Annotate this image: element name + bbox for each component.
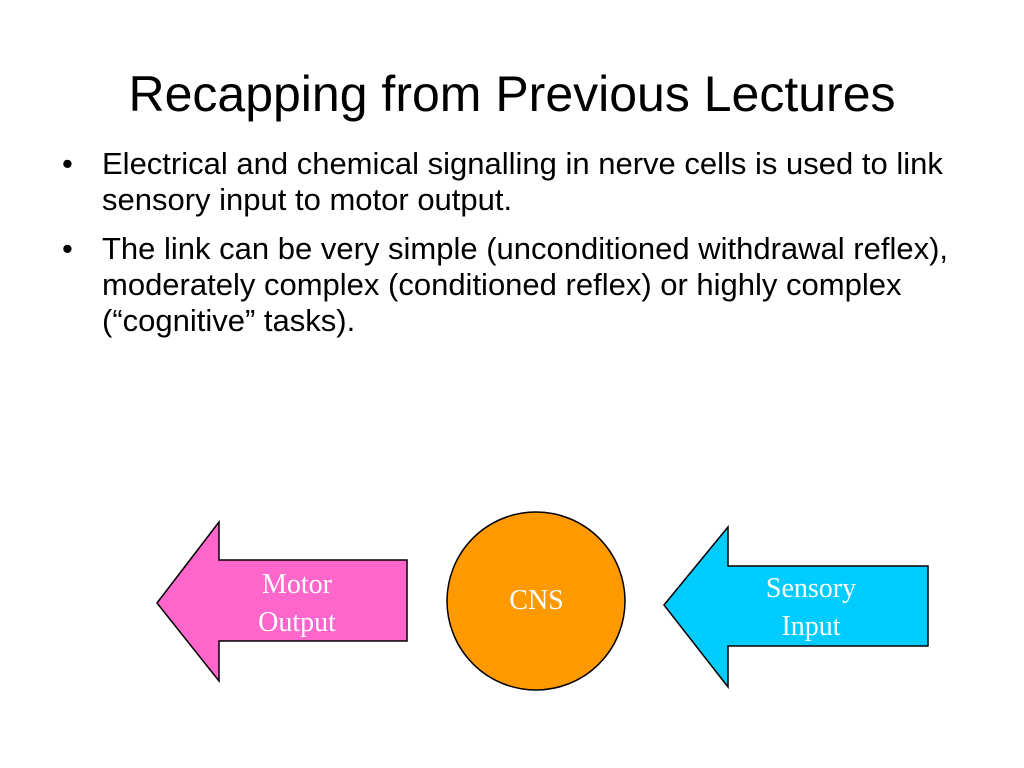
cns-circle [446, 511, 626, 691]
bullet-item: • Electrical and chemical signalling in … [62, 146, 992, 218]
bullet-item: • The link can be very simple (unconditi… [62, 231, 992, 339]
cns-label: CNS [509, 585, 564, 616]
motor-label-line2: Output [258, 607, 336, 638]
bullet-marker: • [62, 146, 73, 181]
bullet-text: The link can be very simple (uncondition… [102, 231, 949, 338]
sensory-label-line1: Sensory [765, 573, 857, 604]
sensory-input-arrow [663, 524, 929, 690]
bullet-text: Electrical and chemical signalling in ne… [102, 146, 943, 217]
sensory-input-label: Sensory Input [736, 570, 886, 646]
sensory-label-line2: Input [781, 611, 841, 642]
motor-output-label: Motor Output [222, 566, 372, 642]
bullet-list: • Electrical and chemical signalling in … [62, 146, 992, 352]
bullet-marker: • [62, 231, 73, 266]
motor-label-line1: Motor [262, 569, 332, 600]
motor-output-arrow [156, 519, 408, 684]
slide-title: Recapping from Previous Lectures [128, 66, 896, 122]
